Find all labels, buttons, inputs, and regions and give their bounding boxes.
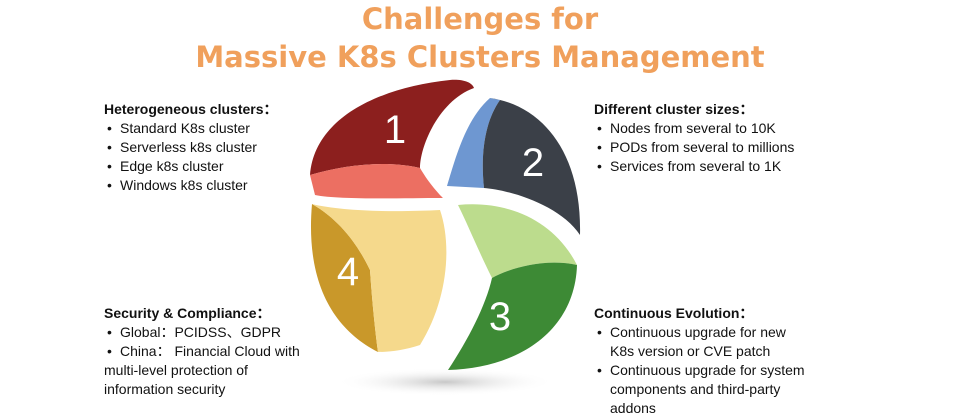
continuous-evolution-heading: Continuous Evolution： — [594, 305, 754, 321]
segment-1-light — [310, 164, 443, 199]
list-item-line: components and third-party — [610, 381, 781, 397]
list-item: China： Financial Cloud with — [104, 342, 344, 361]
title-line-1: Challenges for — [361, 2, 599, 36]
security-compliance-block: Security & Compliance： Global：PCIDSS、GDP… — [104, 304, 344, 399]
cluster-sizes-block: Different cluster sizes： Nodes from seve… — [594, 100, 854, 176]
continuous-evolution-block: Continuous Evolution： Continuous upgrade… — [594, 304, 854, 418]
segment-3-light — [458, 204, 577, 278]
list-item-line: China： Financial Cloud with — [120, 343, 300, 359]
continuation-line: information security — [104, 381, 226, 397]
segment-1-number: 1 — [384, 108, 406, 152]
list-item: Windows k8s cluster — [104, 176, 324, 195]
list-item: Standard K8s cluster — [104, 119, 324, 138]
list-item: Nodes from several to 10K — [594, 119, 854, 138]
segment-1-dark — [310, 79, 474, 175]
list-item: Continuous upgrade for new K8s version o… — [594, 323, 854, 361]
list-item-line: Continuous upgrade for new — [610, 324, 786, 340]
continuation-line: multi-level protection of — [104, 362, 248, 378]
heterogeneous-clusters-block: Heterogeneous clusters： Standard K8s clu… — [104, 100, 324, 195]
cluster-sizes-list: Nodes from several to 10K PODs from seve… — [594, 119, 854, 176]
list-item-line: K8s version or CVE patch — [610, 343, 771, 359]
list-item: Continuous upgrade for system components… — [594, 361, 854, 418]
list-item: Serverless k8s cluster — [104, 138, 324, 157]
segment-3-number: 3 — [489, 295, 511, 339]
wheel-shadow — [335, 368, 555, 396]
list-item-line: Continuous upgrade for system — [610, 362, 805, 378]
segment-2-light — [447, 98, 500, 188]
segment-4-dark — [310, 204, 378, 352]
segment-2-dark — [482, 98, 581, 235]
list-item: Services from several to 1K — [594, 157, 854, 176]
segment-4-number: 4 — [337, 250, 359, 294]
heterogeneous-clusters-heading: Heterogeneous clusters： — [104, 101, 278, 117]
list-item: Global：PCIDSS、GDPR — [104, 323, 344, 342]
segment-3: 3 — [448, 204, 577, 370]
cluster-sizes-heading: Different cluster sizes： — [594, 101, 754, 117]
segment-2: 2 — [447, 98, 581, 235]
list-item-line: Global：PCIDSS、GDPR — [120, 324, 282, 340]
security-compliance-list: Global：PCIDSS、GDPR China： Financial Clou… — [104, 323, 344, 361]
segment-1: 1 — [310, 79, 474, 199]
segment-4-light — [312, 204, 447, 352]
list-item: Edge k8s cluster — [104, 157, 324, 176]
list-item: PODs from several to millions — [594, 138, 854, 157]
list-item-line: addons — [610, 400, 656, 416]
security-compliance-heading: Security & Compliance： — [104, 305, 271, 321]
segment-3-dark — [448, 262, 577, 370]
segment-2-number: 2 — [522, 141, 544, 185]
continuous-evolution-list: Continuous upgrade for new K8s version o… — [594, 323, 854, 418]
title-line-2: Massive K8s Clusters Management — [195, 40, 765, 74]
segment-4: 4 — [310, 204, 447, 352]
heterogeneous-clusters-list: Standard K8s cluster Serverless k8s clus… — [104, 119, 324, 195]
